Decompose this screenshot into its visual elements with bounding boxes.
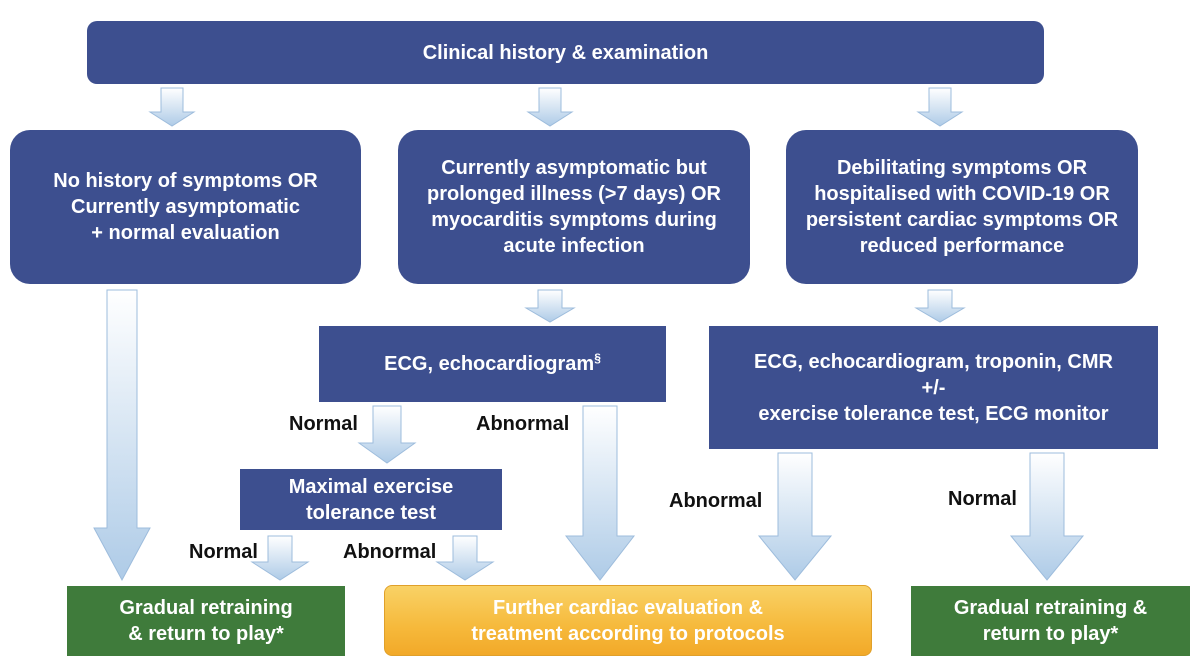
no-symptoms-line-1: No history of symptoms OR <box>53 170 318 192</box>
debilitating-symptoms-box: Debilitating symptoms OR hospitalised wi… <box>786 130 1138 284</box>
clinical-history-label: Clinical history & examination <box>422 41 709 64</box>
section-mark: § <box>594 351 601 365</box>
retraining-left-line-2: & return to play* <box>128 623 284 645</box>
arrow-top-to-col3 <box>916 87 964 127</box>
further-evaluation-line-1: Further cardiac evaluation & <box>492 596 764 619</box>
arrow-ecg-normal-to-max <box>357 405 417 464</box>
arrow-col2-to-ecg <box>524 289 576 323</box>
label-normal-ecg: Normal <box>289 413 358 435</box>
debilitating-line-4: reduced performance <box>859 235 1065 257</box>
debilitating-line-1: Debilitating symptoms OR <box>836 157 1088 179</box>
ecg-workup-line-2: +/- <box>921 376 946 399</box>
debilitating-line-2: hospitalised with COVID-19 OR <box>814 183 1110 205</box>
prolonged-illness-line-1: Currently asymptomatic but <box>441 157 707 179</box>
no-symptoms-box: No history of symptoms OR Currently asym… <box>10 130 361 284</box>
retraining-right-box: Gradual retraining & return to play* <box>911 586 1190 656</box>
prolonged-illness-line-4: acute infection <box>503 235 645 257</box>
retraining-left-line-1: Gradual retraining <box>119 597 293 619</box>
max-exercise-line-1: Maximal exercise <box>288 475 454 498</box>
further-evaluation-line-2: treatment according to protocols <box>471 622 785 645</box>
label-normal-right: Normal <box>948 488 1017 510</box>
arrow-max-normal-to-retraining <box>250 535 310 581</box>
retraining-right-line-1: Gradual retraining & <box>953 597 1148 619</box>
retraining-right-line-2: return to play* <box>982 623 1119 645</box>
arrow-right-normal-to-retraining <box>1009 452 1085 581</box>
prolonged-illness-line-3: myocarditis symptoms during <box>431 209 717 231</box>
retraining-left-box: Gradual retraining & return to play* <box>67 586 345 656</box>
ecg-full-workup-box: ECG, echocardiogram, troponin, CMR +/- e… <box>709 326 1158 449</box>
prolonged-illness-box: Currently asymptomatic but prolonged ill… <box>398 130 750 284</box>
arrow-top-to-col1 <box>148 87 196 127</box>
ecg-workup-line-3: exercise tolerance test, ECG monitor <box>758 402 1109 425</box>
ecg-echo-label: ECG, echocardiogram <box>384 353 595 375</box>
arrow-col1-to-retraining <box>93 289 151 582</box>
arrow-right-abnormal-to-further <box>757 452 833 581</box>
ecg-echo-box: ECG, echocardiogram§ <box>319 326 666 402</box>
label-abnormal-ecg: Abnormal <box>476 413 570 435</box>
no-symptoms-line-3: + normal evaluation <box>91 222 280 244</box>
arrow-max-abnormal-to-further <box>435 535 495 581</box>
arrow-ecg-abnormal-to-further <box>564 405 636 581</box>
arrow-top-to-col2 <box>526 87 574 127</box>
no-symptoms-line-2: Currently asymptomatic <box>71 196 300 218</box>
arrow-col3-to-ecg <box>914 289 966 323</box>
max-exercise-line-2: tolerance test <box>305 501 437 524</box>
prolonged-illness-line-2: prolonged illness (>7 days) OR <box>427 183 721 205</box>
ecg-workup-line-1: ECG, echocardiogram, troponin, CMR <box>754 350 1113 373</box>
max-exercise-box: Maximal exercise tolerance test <box>240 469 502 530</box>
clinical-history-box: Clinical history & examination <box>87 21 1044 84</box>
label-normal-max: Normal <box>189 541 258 563</box>
further-evaluation-box: Further cardiac evaluation & treatment a… <box>384 585 872 656</box>
label-abnormal-max: Abnormal <box>343 541 437 563</box>
label-abnormal-right: Abnormal <box>669 490 763 512</box>
debilitating-line-3: persistent cardiac symptoms OR <box>805 209 1119 231</box>
